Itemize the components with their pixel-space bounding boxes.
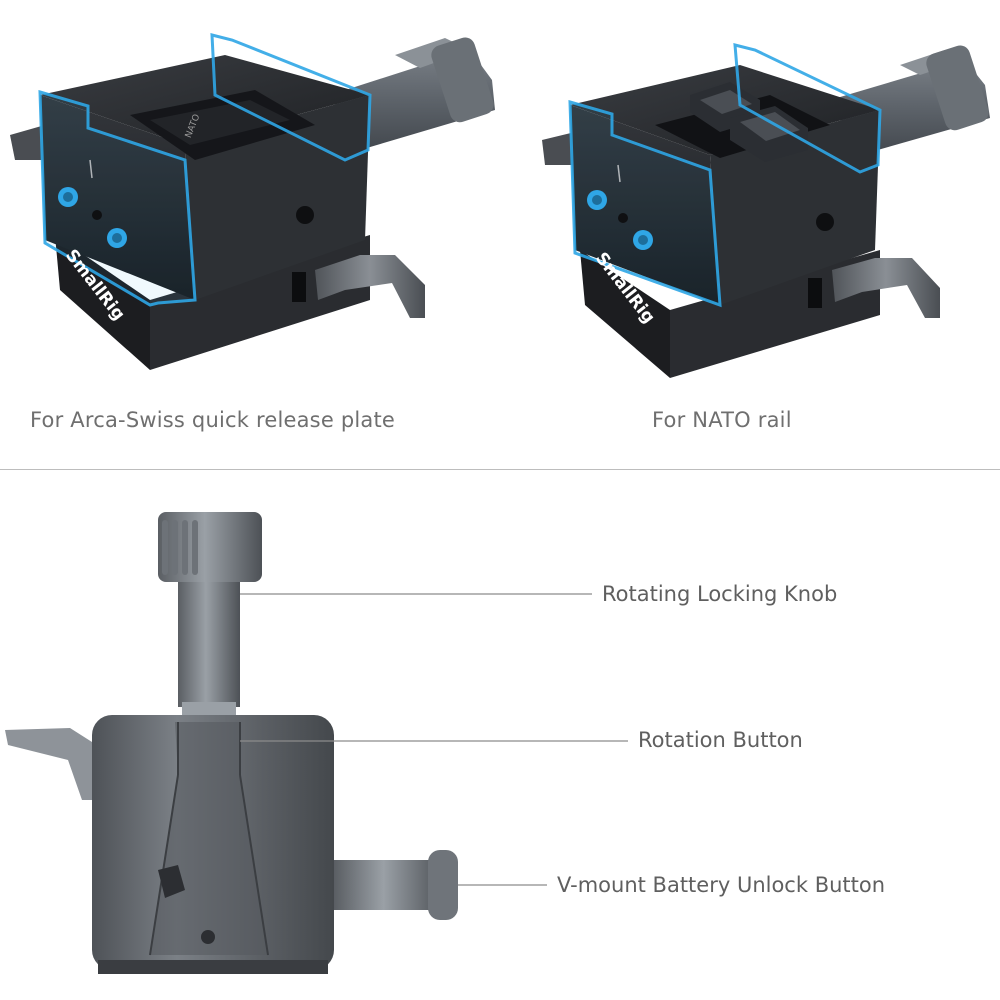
vmount-unlock-button-shape [334,850,458,920]
arca-plate: NATO [130,90,315,160]
nato-jaws [655,82,830,162]
nato-rail-highlight [568,43,882,308]
section-divider [0,469,1000,470]
caption-arca-swiss: For Arca-Swiss quick release plate [30,408,396,432]
arca-back-rod [330,37,495,150]
rotating-knob [158,512,262,716]
clamp-body-side [92,715,334,974]
nato-screw-holes [587,164,834,250]
label-rotation-button: Rotation Button [638,728,803,752]
label-rotating-locking-knob: Rotating Locking Knob [602,582,838,606]
caption-nato-rail: For NATO rail [652,408,792,432]
arca-screw-holes [58,159,314,248]
side-view-illustration [5,512,458,974]
arca-lever [292,255,425,318]
arca-rail-highlight [38,33,372,307]
arca-lower-block [55,235,370,370]
label-vmount-unlock-button: V-mount Battery Unlock Button [557,873,886,897]
nato-lower-block [580,250,880,378]
nato-lever [808,258,940,318]
